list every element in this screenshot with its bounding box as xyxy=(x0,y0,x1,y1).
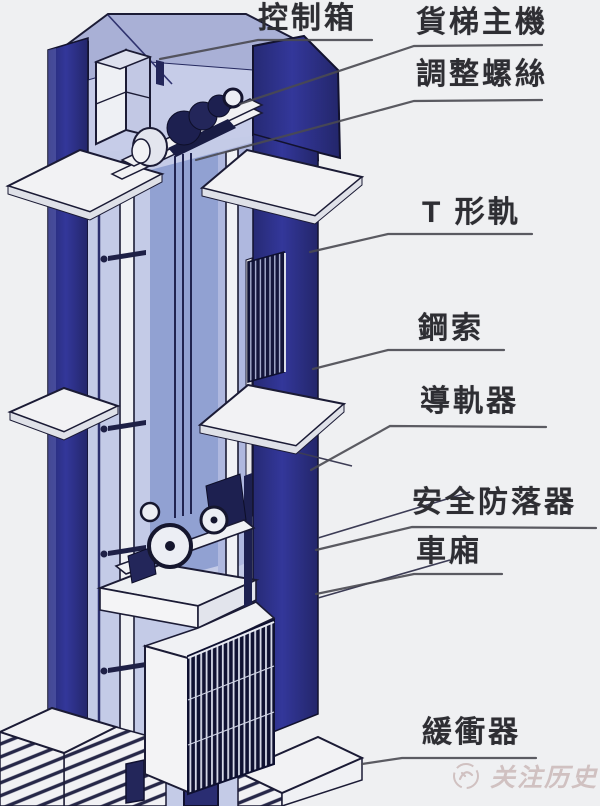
label-buffer: 緩衝器 xyxy=(422,716,521,749)
leader-t-rail xyxy=(308,232,534,254)
label-car-cab: 車廂 xyxy=(416,535,482,568)
watermark-text: 关注历史 xyxy=(490,764,599,792)
leader-control-box xyxy=(158,38,374,61)
watermark: 关注历史 xyxy=(450,758,598,794)
car-gate-grid xyxy=(187,618,275,796)
mid-platform-left xyxy=(7,386,121,441)
leader-adjusting-screw xyxy=(194,98,544,162)
leader-steel-cable xyxy=(311,348,506,371)
wall-slot xyxy=(156,60,164,86)
label-safety-gear: 安全防落器 xyxy=(412,486,577,519)
leader-car-cab xyxy=(314,572,504,596)
leader-safety-gear xyxy=(314,525,598,552)
leader-lines xyxy=(158,38,598,766)
label-hoist-machine: 貨梯主機 xyxy=(416,6,548,39)
foundation-right-buffer-stand xyxy=(235,735,365,806)
hoist-machine-assembly xyxy=(110,87,264,180)
leader-hoist-machine xyxy=(238,43,544,106)
leader-guide-shoe xyxy=(309,424,548,472)
label-steel-cable: 鋼索 xyxy=(418,312,484,345)
circle-swirl-logo-icon xyxy=(453,763,479,789)
label-guide-shoe: 導軌器 xyxy=(420,385,519,418)
label-adjusting-screw: 調整螺絲 xyxy=(416,58,548,91)
elevator-car xyxy=(96,562,276,796)
machine-floor-right-wing xyxy=(199,148,365,225)
rail-brackets xyxy=(100,250,146,675)
label-control-box: 控制箱 xyxy=(258,2,357,35)
mid-platform-right xyxy=(197,383,347,455)
leader-buffer xyxy=(360,756,538,766)
label-t-rail: T 形軌 xyxy=(422,196,521,229)
hoist-cables xyxy=(174,153,192,518)
storey-floor-lines xyxy=(295,451,471,599)
control-cabinet xyxy=(93,48,164,146)
car-top-machinery xyxy=(114,473,256,607)
machine-floor-left-wing xyxy=(5,148,165,221)
